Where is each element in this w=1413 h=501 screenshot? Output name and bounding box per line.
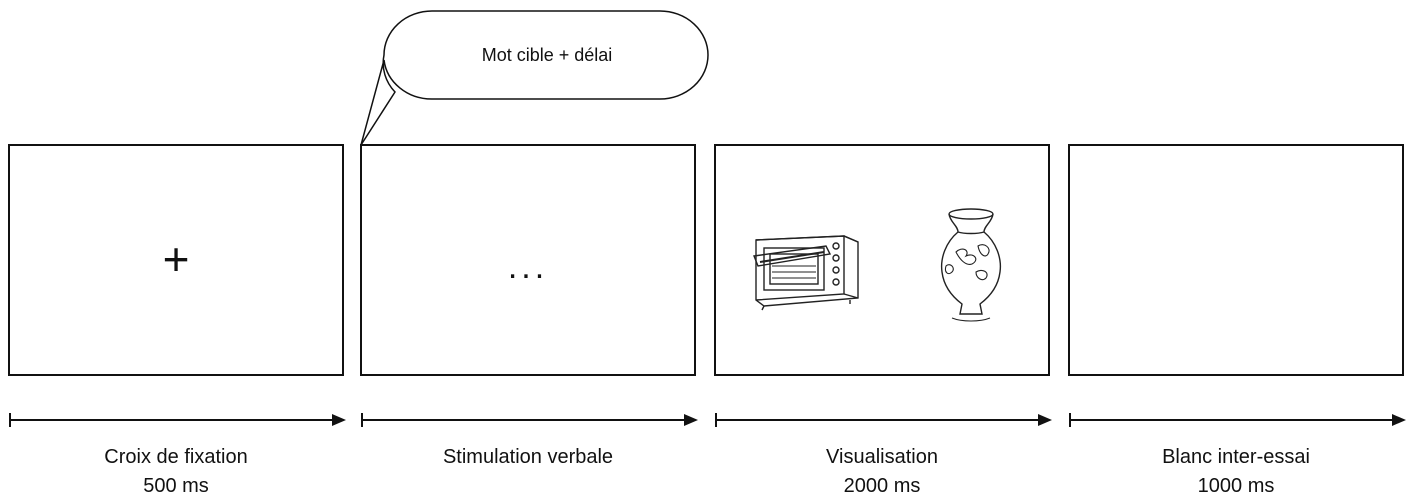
label-verbal: Stimulation verbale: [360, 443, 696, 472]
frame-verbal: ...: [360, 144, 696, 376]
ellipsis: ...: [507, 248, 549, 286]
label-visualisation: Visualisation 2000 ms: [714, 443, 1050, 501]
timeline-arrow-1: [9, 413, 346, 427]
frame-visualisation: [714, 144, 1050, 376]
timeline-arrow-3: [715, 413, 1052, 427]
fixation-cross: +: [162, 233, 190, 285]
label-fixation-title: Croix de fixation: [104, 446, 248, 468]
label-blank-duration: 1000 ms: [1197, 475, 1275, 497]
timeline-arrow-2: [361, 413, 698, 427]
label-verbal-title: Stimulation verbale: [442, 446, 614, 468]
label-fixation-duration: 500 ms: [143, 475, 209, 497]
label-blank: Blanc inter-essai 1000 ms: [1068, 443, 1404, 501]
label-fixation: Croix de fixation 500 ms: [8, 443, 344, 501]
timeline-arrow-4: [1069, 413, 1406, 427]
frame-fixation: +: [8, 144, 344, 376]
oven-icon: [753, 235, 859, 311]
bubble-text: Mot cible + délai: [481, 45, 613, 65]
label-visualisation-duration: 2000 ms: [843, 475, 921, 497]
label-visualisation-title: Visualisation: [826, 446, 938, 468]
vase-icon: [940, 208, 1002, 322]
frame-blank: [1068, 144, 1404, 376]
label-blank-title: Blanc inter-essai: [1162, 446, 1310, 468]
